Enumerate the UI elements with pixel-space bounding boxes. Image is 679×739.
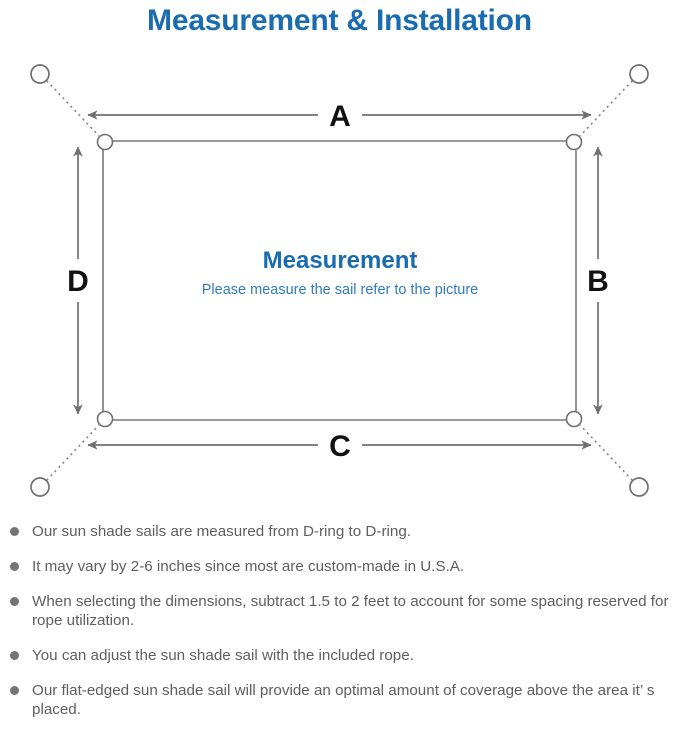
center-title: Measurement [263, 247, 418, 274]
list-item: Our sun shade sails are measured from D-… [0, 522, 679, 541]
list-item: Our flat-edged sun shade sail will provi… [0, 681, 679, 719]
bullet-icon [10, 686, 19, 695]
list-item: You can adjust the sun shade sail with t… [0, 646, 679, 665]
bullet-icon [10, 597, 19, 606]
anchor-ring-bottom-right [629, 477, 649, 497]
dimension-label-b: B [587, 265, 609, 298]
bullet-icon [10, 651, 19, 660]
anchor-ring-top-right [629, 64, 649, 84]
list-item-text: You can adjust the sun shade sail with t… [32, 647, 414, 664]
list-item: When selecting the dimensions, subtract … [0, 592, 679, 630]
center-subtitle: Please measure the sail refer to the pic… [202, 282, 478, 298]
d-ring-top-left [96, 133, 114, 151]
bullet-icon [10, 527, 19, 536]
bullet-icon [10, 562, 19, 571]
notes-list: Our sun shade sails are measured from D-… [0, 522, 679, 739]
dimension-label-a: A [329, 100, 351, 133]
rope-bottom-left [45, 423, 101, 482]
dimension-label-d: D [67, 265, 89, 298]
page-title: Measurement & Installation [147, 4, 532, 37]
d-ring-top-right [565, 133, 583, 151]
sail-diagram: A C D B Measurement Please measure the s… [0, 46, 679, 516]
list-item-text: Our sun shade sails are measured from D-… [32, 523, 411, 540]
anchor-ring-bottom-left [30, 477, 50, 497]
list-item-text: When selecting the dimensions, subtract … [32, 593, 669, 629]
list-item-text: Our flat-edged sun shade sail will provi… [32, 682, 655, 718]
rope-top-right [578, 79, 634, 138]
rope-bottom-right [578, 423, 634, 482]
dimension-label-c: C [329, 430, 351, 463]
anchor-ring-top-left [30, 64, 50, 84]
d-ring-bottom-right [565, 410, 583, 428]
d-ring-bottom-left [96, 410, 114, 428]
list-item-text: It may vary by 2-6 inches since most are… [32, 558, 465, 575]
rope-top-left [45, 79, 101, 138]
list-item: It may vary by 2-6 inches since most are… [0, 557, 679, 576]
sail-body [102, 140, 577, 421]
